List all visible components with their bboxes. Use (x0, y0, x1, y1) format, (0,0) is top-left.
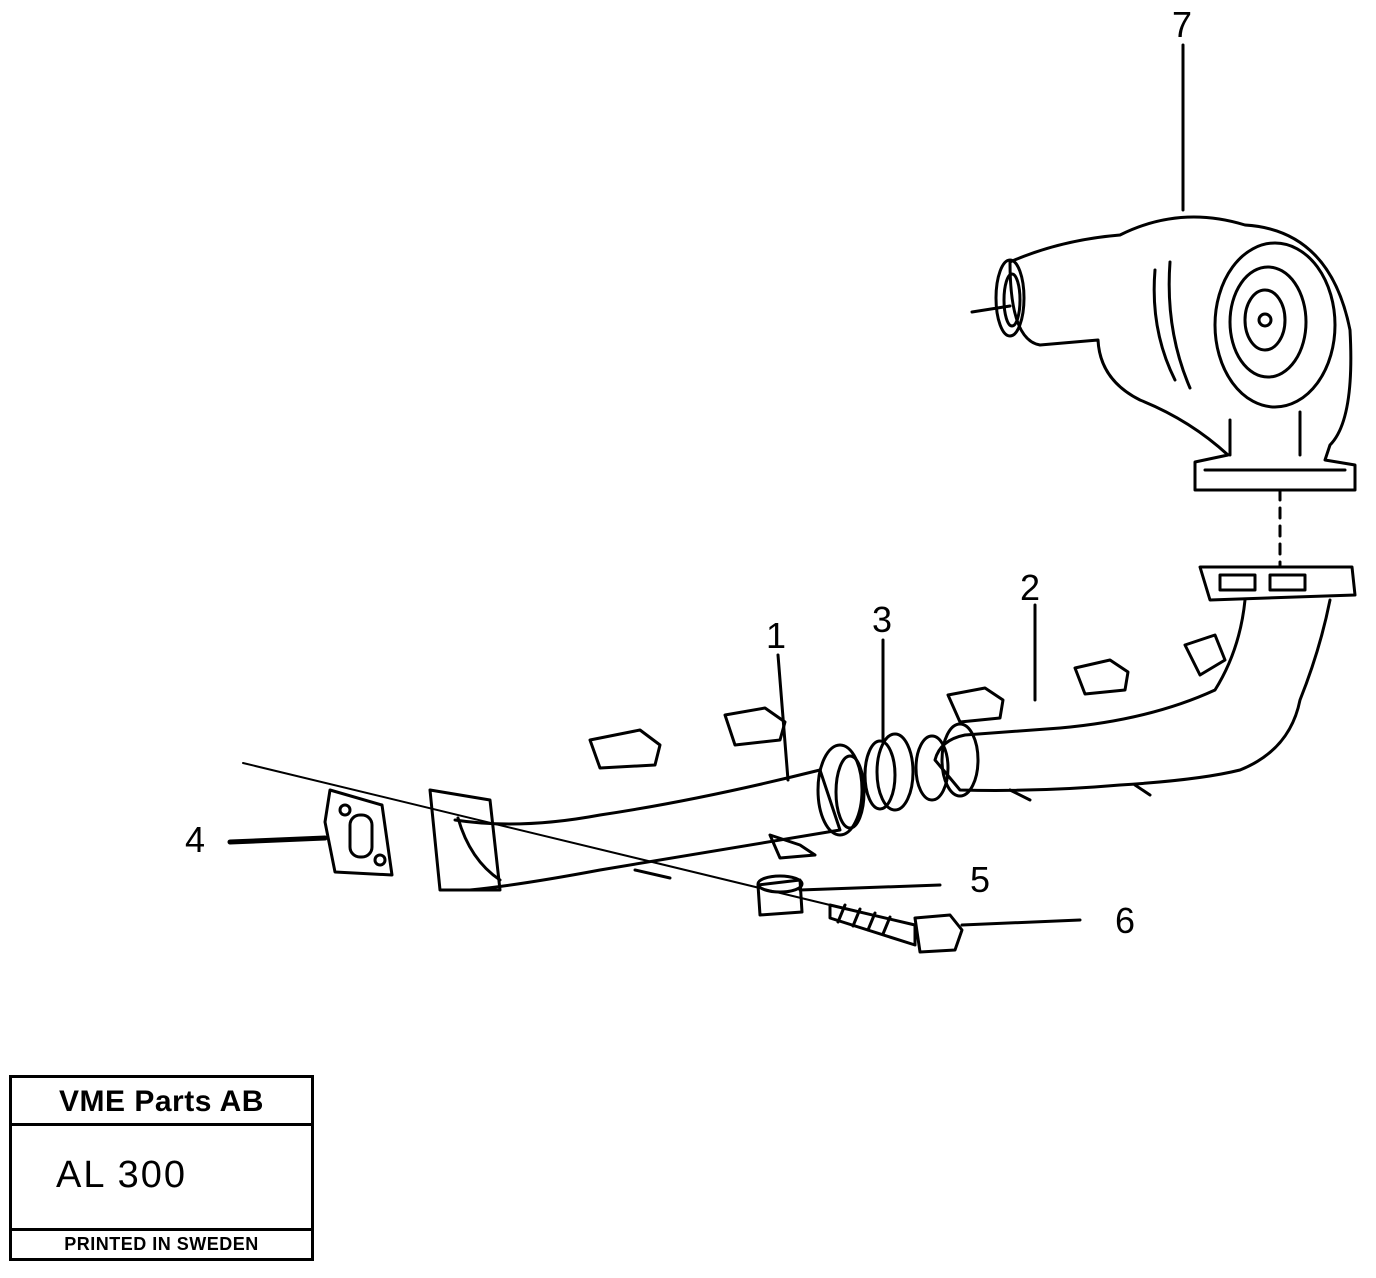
company-name: VME Parts AB (12, 1078, 311, 1126)
front-manifold-part (428, 653, 866, 892)
assembly-axis-line (242, 762, 831, 906)
printed-note: PRINTED IN SWEDEN (12, 1228, 311, 1258)
callout-2: 2 (1020, 567, 1041, 608)
diagram-code: AL 300 (56, 1154, 188, 1196)
callout-1: 1 (766, 615, 787, 656)
title-block: VME Parts AB AL 300 PRINTED IN SWEDEN (9, 1075, 314, 1261)
turbocharger-part (970, 43, 1357, 567)
rear-manifold-part (914, 565, 1357, 802)
callout-7: 7 (1172, 4, 1193, 45)
callout-3: 3 (872, 599, 893, 640)
seal-ring-part (863, 638, 915, 812)
callout-5: 5 (970, 859, 991, 900)
callout-4: 4 (185, 819, 206, 860)
bolt-part (828, 903, 1082, 954)
gasket-part (227, 788, 394, 877)
callout-6: 6 (1115, 900, 1136, 941)
